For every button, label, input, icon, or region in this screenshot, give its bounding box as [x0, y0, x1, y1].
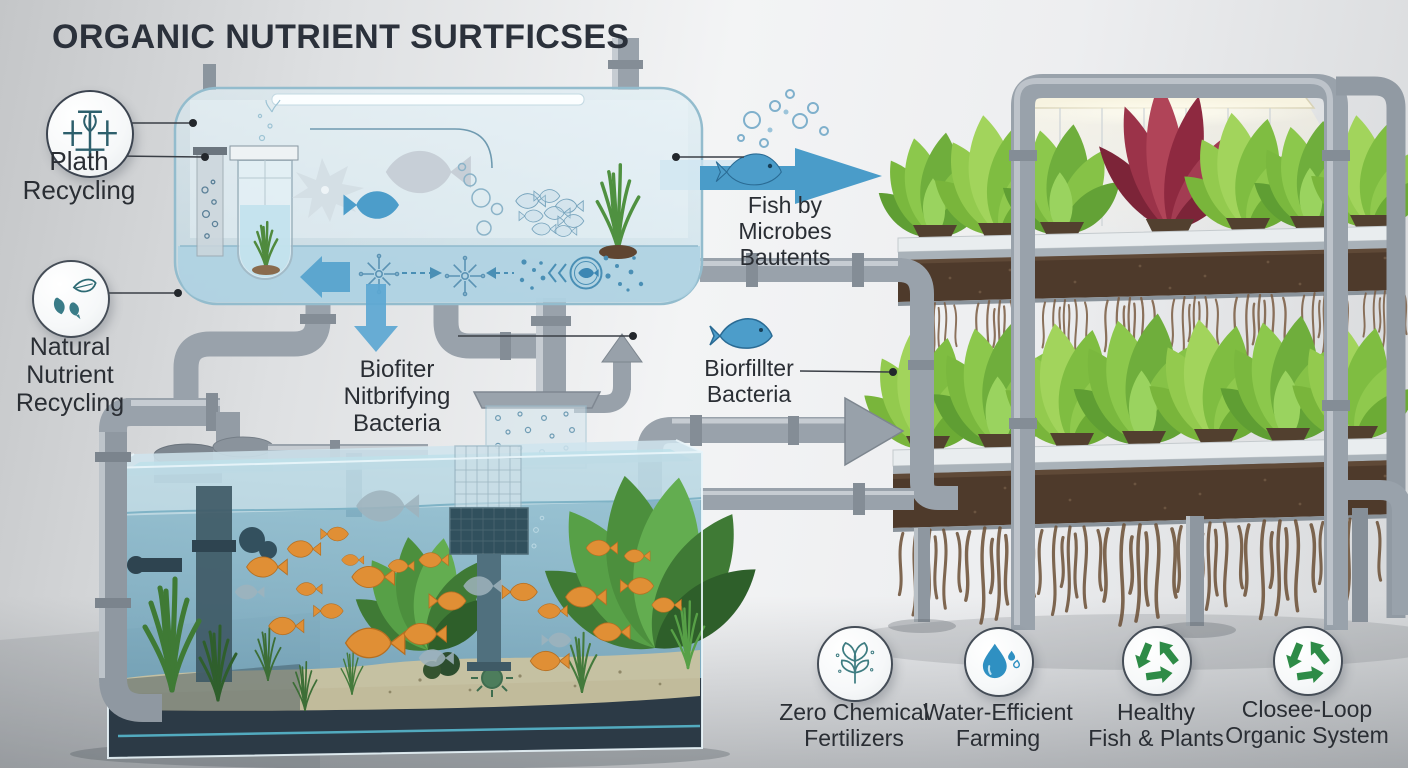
leader-lines [102, 119, 897, 376]
leaf-plant-icon [835, 641, 875, 684]
bubble-column [201, 179, 219, 239]
rack-frame-pipes [1009, 74, 1408, 630]
page-title: ORGANIC NUTRIENT SURTFICSES [52, 18, 630, 56]
flow-arrow-right-blue [700, 148, 882, 204]
badge-label-healthy-fish-plants: Healthy Fish & Plants [1088, 699, 1224, 751]
nutrient-cycle-strip [300, 253, 644, 298]
leaf-fish-icon [53, 278, 97, 320]
biofilter-tank [173, 86, 704, 306]
zero-chemical-badge [817, 626, 893, 702]
badge-label-closed-loop: Closee-Loop Organic System [1225, 696, 1389, 748]
water-drop-icon [982, 643, 1021, 679]
flow-arrow-down-blue [354, 284, 398, 352]
callout-label-natural-nutrient: Natural Nutrient Recycling [15, 333, 125, 417]
recycle-icon [1135, 641, 1179, 683]
grow-bed-bottom [892, 437, 1401, 532]
callout-label-biofilter-nitrifying: Biofiter Nitbrifying Bacteria [343, 356, 451, 437]
plant-grid-icon [63, 110, 117, 158]
left-pipe-front [95, 432, 162, 722]
aquarium-fish-tank [107, 439, 770, 760]
light-tube [271, 93, 585, 106]
water-efficient-badge [964, 627, 1034, 697]
recycle-icon [1286, 641, 1330, 683]
healthy-fish-plants-badge [1122, 626, 1192, 696]
callout-label-plant-recycling: Plath Recycling [22, 146, 136, 206]
pipe-network [99, 38, 958, 517]
fish-to-grow-flow [660, 89, 882, 204]
callout-label-fish-by-microbes: Fish by Microbes Bautents [738, 192, 832, 270]
grow-bed-top [897, 225, 1399, 306]
aquarium-filter [449, 445, 545, 671]
badge-label-water-efficient: Water-Efficient Farming [923, 699, 1073, 751]
badge-label-zero-chemical: Zero Chemical Fertilizers [779, 699, 929, 751]
plant-recycling-callout-icon [46, 90, 134, 178]
flow-arrow-up-gray [574, 333, 643, 413]
callout-label-biofilter-bacteria: Biorfillter Bacteria [704, 355, 794, 407]
natural-nutrient-callout-icon [32, 260, 110, 338]
closed-loop-badge [1273, 626, 1343, 696]
test-tube [229, 99, 299, 280]
grow-rack [854, 74, 1408, 638]
biofilter-fish-icon [709, 318, 773, 349]
